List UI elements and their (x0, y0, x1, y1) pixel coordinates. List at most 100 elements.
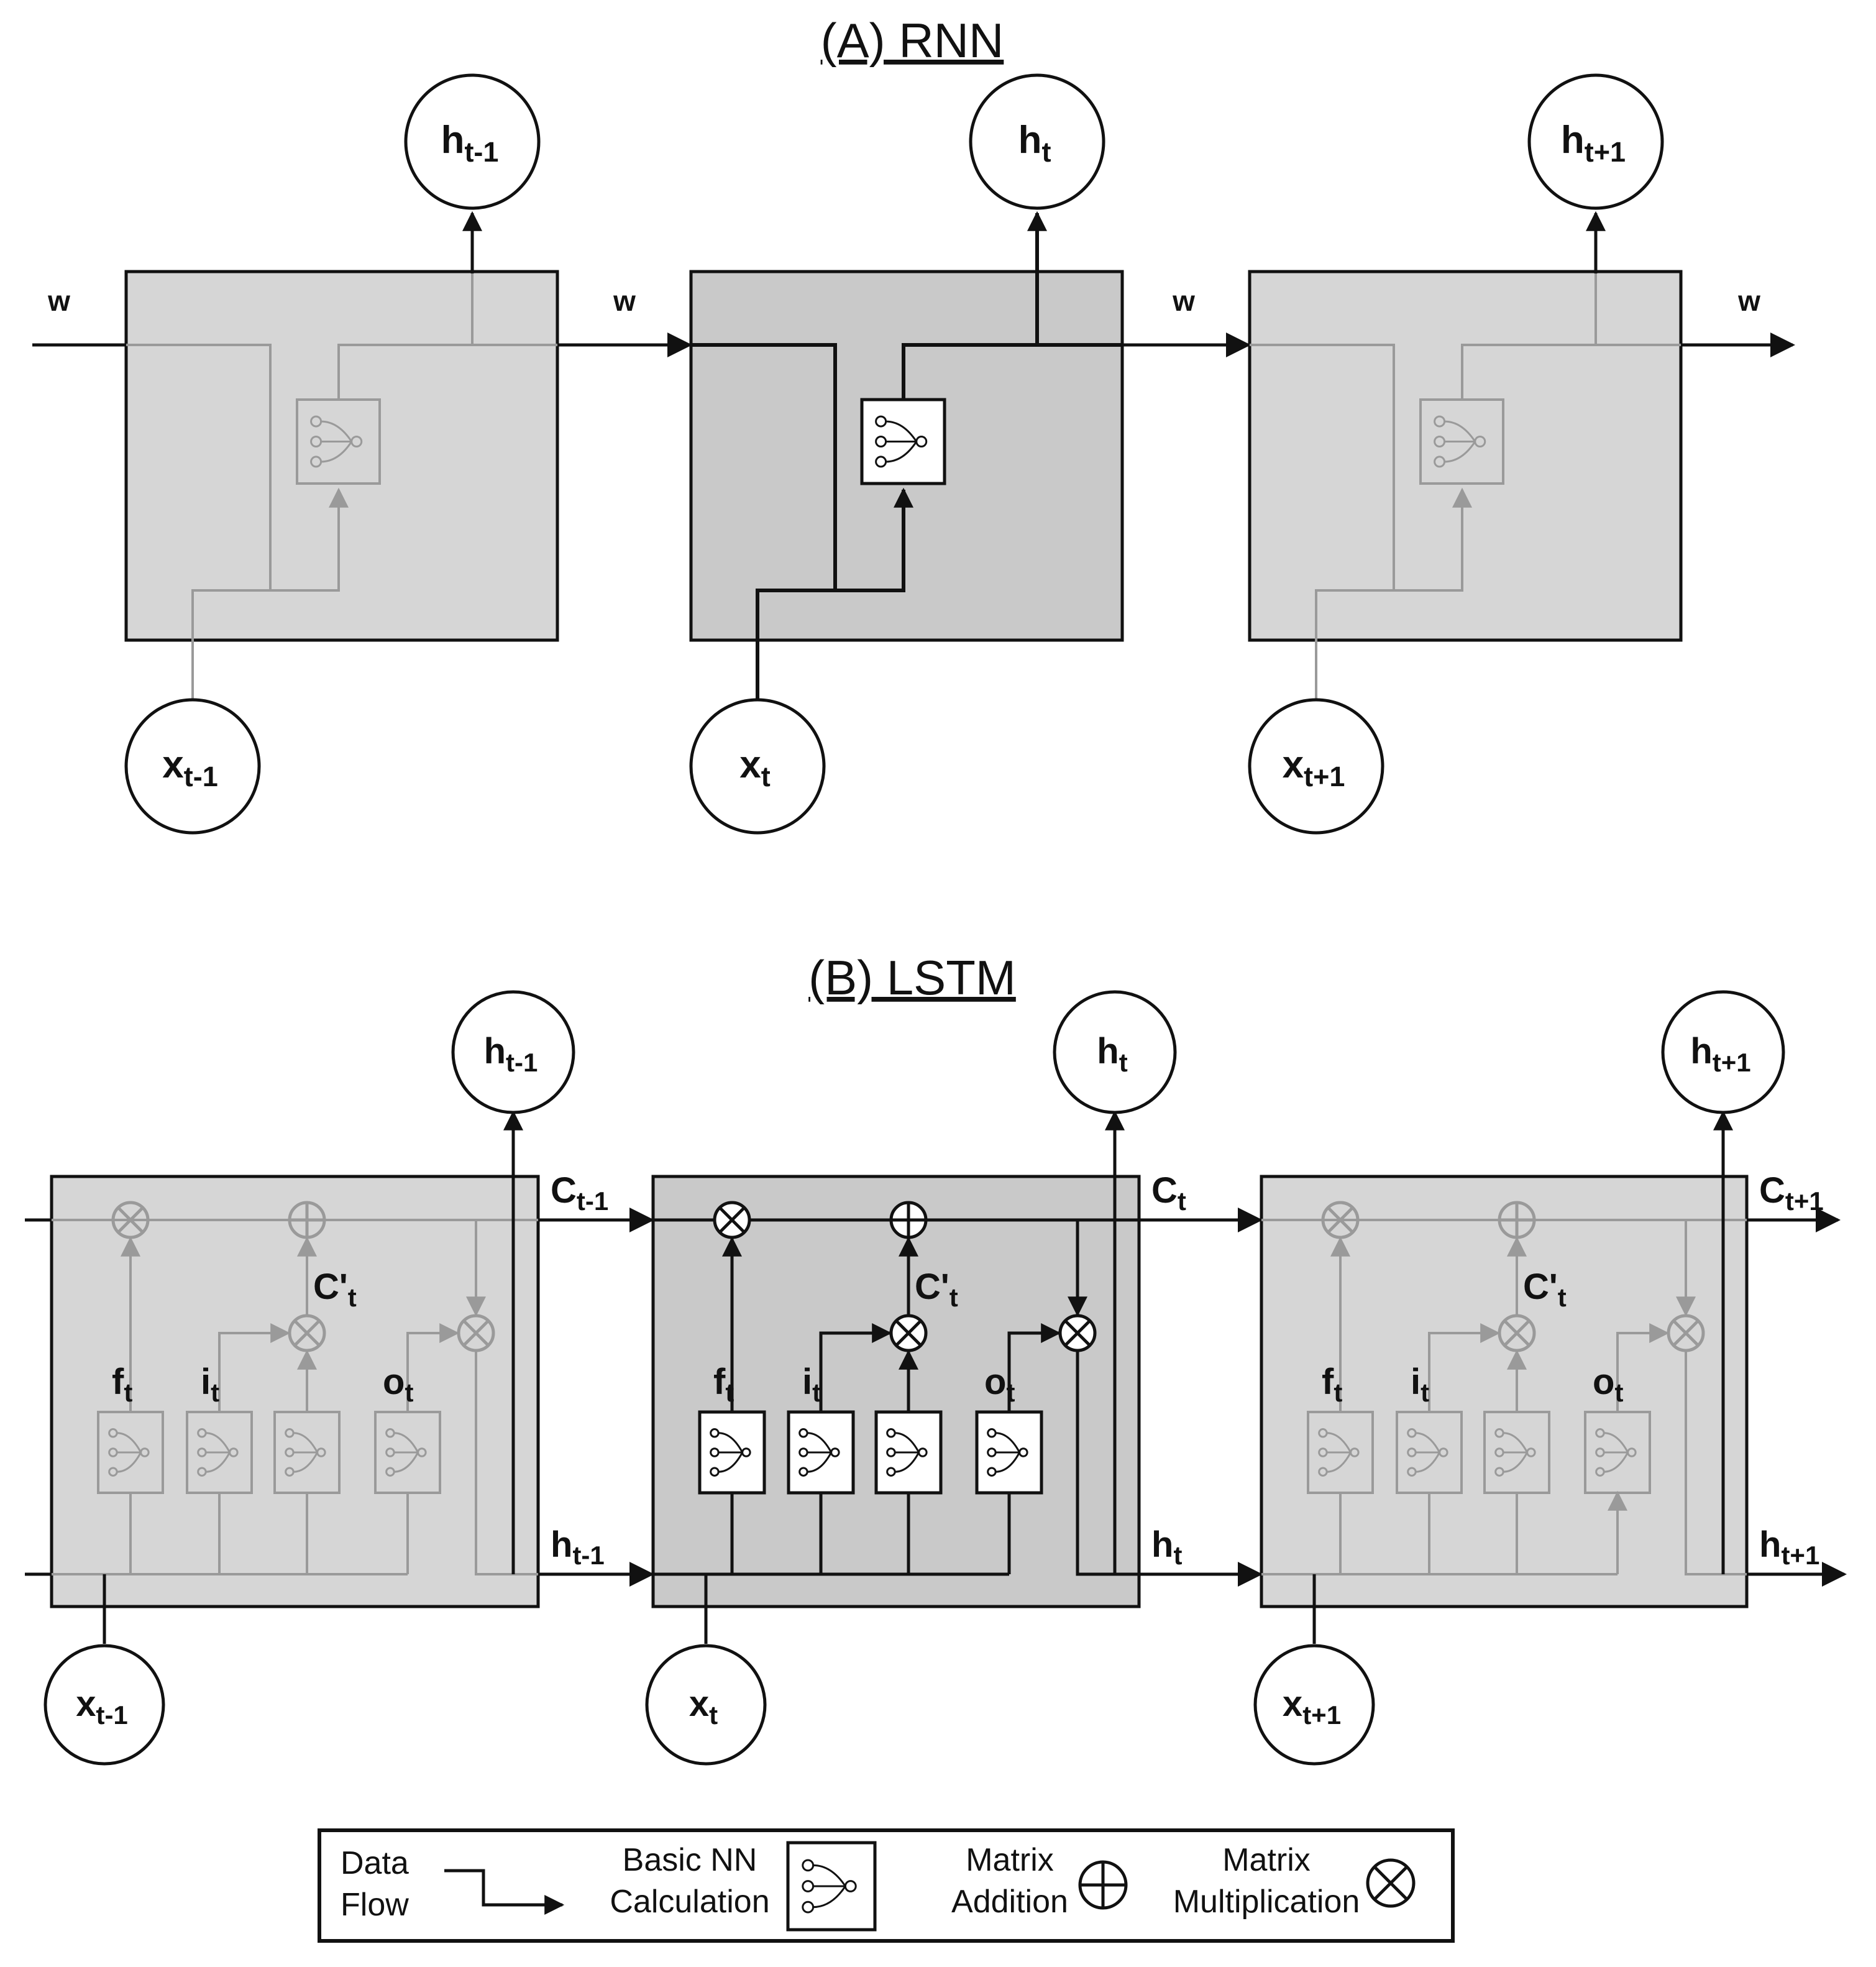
title-rnn: (A) RNN (821, 13, 1004, 68)
cell-state-out-label: Ct (1151, 1170, 1186, 1216)
legend-nn-line2: Calculation (610, 1884, 769, 1920)
hidden-out-label: ht+1 (1759, 1525, 1819, 1570)
forget-multiply-icon (713, 1201, 751, 1239)
hidden-state-node-label-main: h (484, 1031, 506, 1071)
input-node: xt (689, 698, 826, 835)
matrix-addition-icon (1078, 1860, 1128, 1910)
input-node-label: xt+1 (1283, 743, 1345, 792)
o-gate-label: ot (984, 1362, 1015, 1407)
i-gate-label: it (802, 1362, 821, 1407)
rnn-cell-1: ht-1xt-1 (124, 73, 559, 835)
hidden-state-node-circle (404, 73, 541, 210)
legend-add-line2: Addition (951, 1884, 1068, 1920)
input-gate-line (1428, 1323, 1501, 1412)
rnn-cell-3: ht+1 xt+1 (1248, 73, 1683, 835)
data-flow-arrow-icon (444, 1869, 565, 1915)
recurrent-path (1250, 344, 1395, 590)
i-gate-label: it (1411, 1362, 1429, 1407)
f-gate-label: ft (1322, 1362, 1342, 1407)
cell-add-icon (889, 1201, 928, 1239)
matrix-multiplication-icon (1366, 1858, 1416, 1908)
hidden-state-node-label-sub: t+1 (1713, 1048, 1751, 1077)
output-multiply-icon (1058, 1314, 1097, 1352)
hidden-state-node-circle (1527, 73, 1664, 210)
hidden-state-node: ht+1 (1661, 990, 1785, 1114)
f-gate-label: ft (713, 1362, 734, 1407)
o-gate-label: ot (383, 1362, 413, 1407)
recurrent-path (126, 344, 272, 590)
candidate-label: C't (313, 1267, 357, 1312)
input-node-label: xt-1 (76, 1684, 128, 1730)
input-node-label: xt (739, 743, 770, 792)
input-node-label-sub: t-1 (184, 761, 218, 792)
hidden-state-node-label-sub: t-1 (464, 136, 498, 168)
input-node-label-sub: t-1 (96, 1700, 127, 1730)
cell-state-out-label: Ct+1 (1759, 1170, 1824, 1216)
input-path (1315, 487, 1472, 702)
output-to-hidden-line (475, 1352, 538, 1575)
input-node-label: xt (689, 1684, 718, 1730)
output-to-hidden-line (1685, 1352, 1747, 1575)
input-gate-line (819, 1323, 892, 1412)
output-path (337, 344, 557, 400)
output-gate-line (406, 1323, 460, 1412)
hidden-state-node: ht-1 (451, 990, 575, 1114)
hidden-state-node-label: ht+1 (1561, 119, 1626, 168)
input-node-label-main: x (739, 743, 761, 786)
hidden-state-node-label: ht (1097, 1031, 1127, 1077)
rnn-cell-box (1248, 270, 1683, 642)
input-node-label-sub: t (761, 761, 771, 792)
input-node-label-sub: t+1 (1304, 761, 1345, 792)
legend-mul-line1: Matrix (1222, 1842, 1311, 1878)
input-node: xt+1 (1248, 698, 1384, 835)
hidden-state-node-label-sub: t+1 (1585, 136, 1626, 168)
nn-gate-icon (698, 1410, 766, 1495)
input-node-label-sub: t+1 (1302, 1700, 1341, 1730)
output-to-hidden-line (1076, 1352, 1139, 1576)
hidden-state-node-label-main: h (1690, 1031, 1712, 1071)
input-node-circle (1253, 1644, 1375, 1766)
hidden-state-node-label-sub: t-1 (506, 1048, 538, 1077)
hidden-state-node-label-main: h (1018, 119, 1042, 162)
output-gate-line (1616, 1323, 1670, 1412)
hidden-state-node-label-sub: t (1041, 136, 1051, 168)
input-node: xt-1 (43, 1644, 165, 1766)
hidden-state-node: ht (969, 73, 1105, 210)
i-gate-label: it (201, 1362, 219, 1407)
input-node-label-main: x (76, 1684, 96, 1724)
hidden-state-node-circle (451, 990, 575, 1114)
input-node: xt+1 (1253, 1644, 1375, 1766)
hidden-state-node-label: ht (1018, 119, 1051, 168)
hidden-state-node-circle (1053, 990, 1177, 1114)
input-node-label-sub: t (709, 1700, 718, 1730)
hidden-state-node: ht-1 (404, 73, 541, 210)
legend: Data Flow Basic NN Calculation Matrix Ad… (318, 1828, 1455, 1943)
input-node-circle (124, 698, 261, 835)
nn-gate-icon (975, 1410, 1043, 1495)
weight-label: w (1172, 285, 1195, 317)
hidden-state-node-circle (1661, 990, 1785, 1114)
nn-gate-icon (874, 1410, 943, 1495)
hidden-state-node-circle (969, 73, 1105, 210)
input-node: xt-1 (124, 698, 261, 835)
output-gate-line (1007, 1323, 1061, 1412)
nn-gate-icon (787, 1410, 855, 1495)
input-node-circle (1248, 698, 1384, 835)
nn-calculation-icon (860, 398, 946, 485)
hidden-state-node: ht (1053, 990, 1177, 1114)
input-node-label-main: x (162, 743, 184, 786)
input-node-label: xt+1 (1283, 1684, 1341, 1730)
hidden-out-label: ht-1 (551, 1525, 605, 1570)
nn-calculation-icon (786, 1841, 877, 1932)
input-multiply-icon (889, 1314, 928, 1352)
legend-box (318, 1828, 1455, 1943)
hidden-out-label: ht (1151, 1525, 1182, 1570)
weight-label: w (613, 285, 636, 317)
input-node-label: xt-1 (162, 743, 217, 792)
